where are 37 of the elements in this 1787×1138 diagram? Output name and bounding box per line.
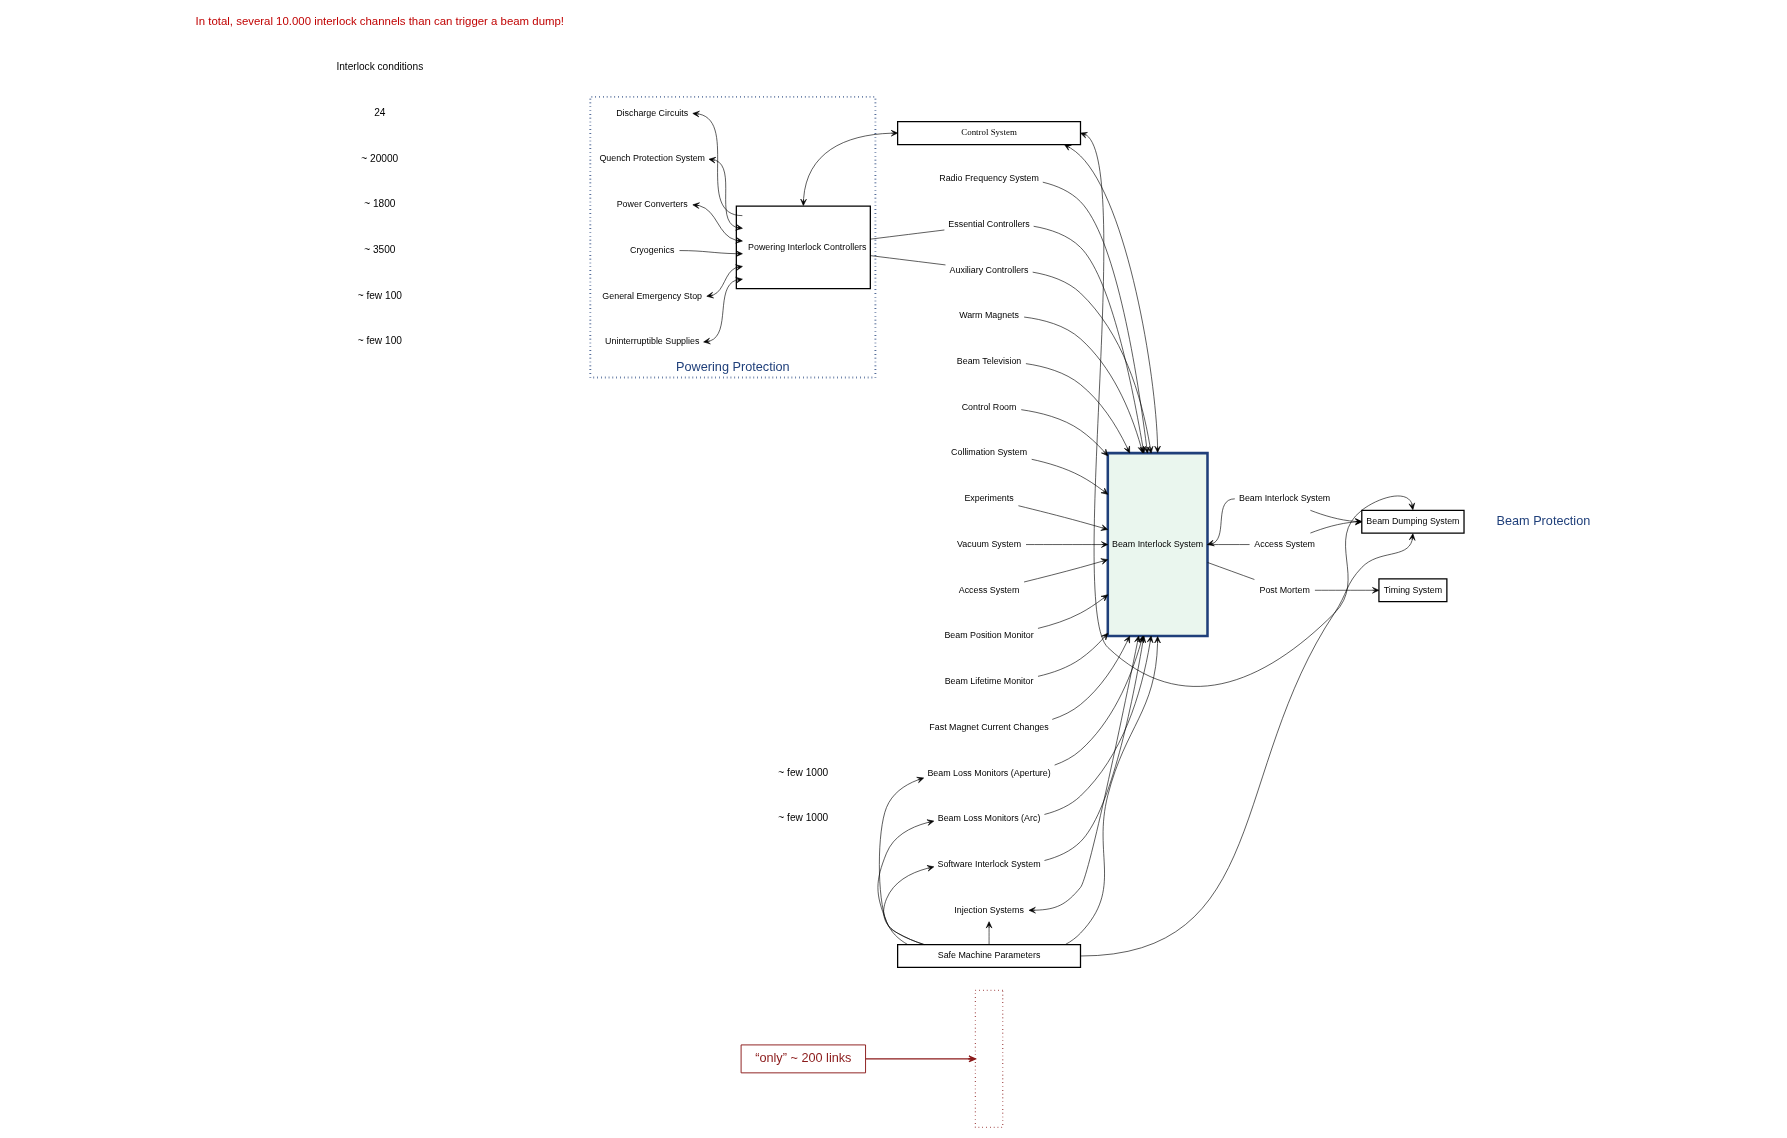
node-text: Beam Interlock System (1239, 493, 1331, 504)
node-text: Uninterruptible Supplies (605, 336, 700, 347)
node-text: Auxiliary Controllers (949, 264, 1029, 275)
node-text: Beam Television (956, 356, 1022, 367)
node-text: Vacuum System (957, 538, 1022, 549)
node-text: Cryogenics (630, 244, 675, 255)
node-text: Experiments (964, 493, 1014, 504)
label: ~ 20000 (361, 152, 399, 164)
label: In total, several 10.000 interlock channels than can trigger a beam dump! (195, 14, 564, 27)
label: ~ few 100 (357, 335, 402, 347)
node-text: Warm Magnets (959, 310, 1019, 321)
node-text: Beam Loss Monitors (Arc) (937, 813, 1041, 824)
label: ~ 3500 (364, 243, 396, 255)
node-text: Collimation System (951, 447, 1028, 458)
node-text: Beam Lifetime Monitor (944, 676, 1034, 687)
label: ~ few 100 (357, 289, 402, 301)
node-text: Software Interlock System (937, 858, 1041, 869)
node-text: Injection Systems (954, 904, 1024, 915)
label: 24 (374, 106, 386, 118)
node-text: Beam Loss Monitors (Aperture) (927, 767, 1051, 778)
node-text: General Emergency Stop (602, 290, 703, 301)
node-text: Post Mortem (1259, 584, 1310, 595)
node-text: Control Room (961, 401, 1017, 412)
node-text: Access System (1254, 538, 1315, 549)
label: ~ 1800 (364, 198, 396, 210)
label: ~ few 1000 (778, 766, 829, 778)
node-text: Essential Controllers (948, 218, 1030, 229)
label: Interlock conditions (336, 61, 424, 73)
label: ~ few 1000 (778, 812, 829, 824)
node-text: Beam Position Monitor (944, 630, 1034, 641)
node-text: Power Converters (616, 199, 688, 210)
node-text: Access System (958, 584, 1020, 595)
label: Beam Protection (1496, 513, 1591, 528)
node-text: Quench Protection System (599, 153, 705, 164)
node-text: Discharge Circuits (616, 107, 689, 118)
node-text: Fast Magnet Current Changes (929, 721, 1049, 732)
node-text: Radio Frequency System (939, 173, 1039, 184)
